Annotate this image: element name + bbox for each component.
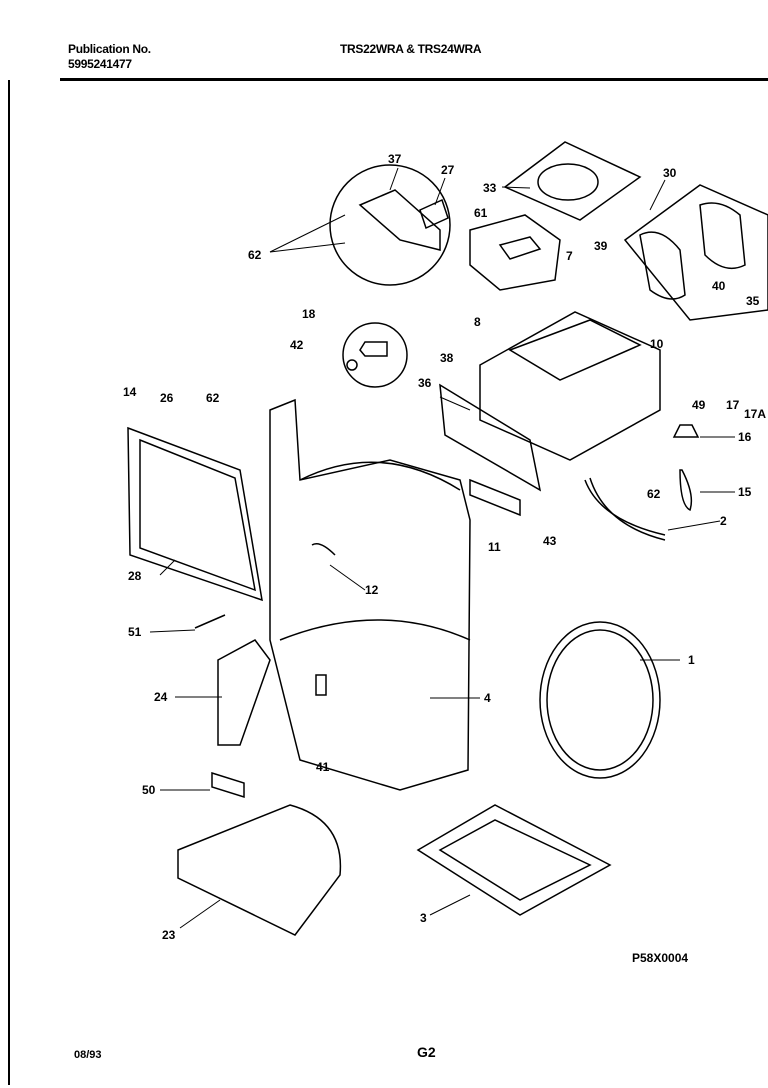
part-33-opening bbox=[537, 163, 599, 201]
callout-28: 28 bbox=[128, 569, 142, 583]
part-2-harness-b bbox=[589, 477, 666, 541]
part-24-actuator bbox=[217, 639, 271, 746]
part-1-gasket bbox=[539, 621, 661, 779]
callout-24: 24 bbox=[154, 690, 168, 704]
publication-number: 5995241477 bbox=[68, 57, 132, 71]
callout-1: 1 bbox=[688, 653, 695, 667]
leader-12 bbox=[329, 564, 366, 591]
callout-16: 16 bbox=[738, 430, 752, 444]
header-rule bbox=[60, 78, 768, 81]
part-1-gasket-inner bbox=[546, 629, 654, 771]
page-number: G2 bbox=[417, 1044, 436, 1060]
left-border bbox=[8, 80, 10, 1085]
leader-27 bbox=[434, 177, 446, 206]
part-33-cover-plate bbox=[503, 141, 642, 221]
leader-33 bbox=[501, 186, 531, 189]
callout-15: 15 bbox=[738, 485, 752, 499]
part-15-bulb bbox=[679, 469, 693, 512]
part-30-flap-2 bbox=[699, 202, 746, 270]
callout-38: 38 bbox=[440, 351, 454, 365]
callout-36: 36 bbox=[418, 376, 432, 390]
part-4-lower-rim bbox=[279, 619, 471, 641]
callout-40: 40 bbox=[712, 279, 726, 293]
callout-27: 27 bbox=[441, 163, 455, 177]
publication-label: Publication No. bbox=[68, 42, 151, 56]
leader-2 bbox=[667, 520, 721, 531]
callout-26: 26 bbox=[160, 391, 174, 405]
detail-box-switch bbox=[469, 214, 561, 291]
part-18-spring bbox=[359, 341, 388, 357]
part-41-spring bbox=[315, 674, 327, 696]
part-7-switch bbox=[498, 236, 542, 260]
part-8-housing bbox=[479, 311, 661, 461]
callout-62-c: 62 bbox=[647, 487, 661, 501]
callout-49: 49 bbox=[692, 398, 706, 412]
leader-51 bbox=[149, 629, 196, 633]
callout-43: 43 bbox=[543, 534, 557, 548]
leader-62a bbox=[269, 214, 346, 253]
leader-62b bbox=[269, 242, 346, 253]
callout-4: 4 bbox=[484, 691, 491, 705]
part-30-flap-1 bbox=[639, 231, 686, 300]
part-14-bezel bbox=[127, 426, 263, 602]
callout-42: 42 bbox=[290, 338, 304, 352]
callout-62-a: 62 bbox=[248, 248, 262, 262]
callout-12: 12 bbox=[365, 583, 379, 597]
part-3-heater-plate bbox=[416, 804, 612, 916]
detail-circle-upper bbox=[329, 164, 451, 286]
part-42-ball bbox=[346, 359, 358, 371]
part-51-pin bbox=[194, 614, 226, 629]
leader-28 bbox=[159, 559, 176, 576]
drawing-code: P58X0004 bbox=[632, 951, 689, 965]
callout-51: 51 bbox=[128, 625, 142, 639]
callout-3: 3 bbox=[420, 911, 427, 925]
callout-39: 39 bbox=[594, 239, 608, 253]
leader-36 bbox=[439, 396, 471, 411]
part-16-socket bbox=[672, 424, 700, 438]
part-28-panel bbox=[139, 438, 256, 592]
part-3-heater-loop bbox=[438, 819, 592, 901]
callout-17a: 17A bbox=[744, 407, 766, 421]
callout-33: 33 bbox=[483, 181, 497, 195]
part-12-clip bbox=[311, 543, 336, 556]
callout-17: 17 bbox=[726, 398, 740, 412]
part-11-lever bbox=[469, 478, 521, 517]
part-37-bracket bbox=[358, 189, 441, 251]
leader-3 bbox=[429, 894, 471, 916]
callout-61: 61 bbox=[474, 206, 488, 220]
part-4-chute-housing bbox=[269, 398, 471, 791]
callout-18: 18 bbox=[302, 307, 316, 321]
part-36-plate bbox=[439, 383, 542, 492]
part-23-drip-tray bbox=[177, 804, 342, 936]
footer-date: 08/93 bbox=[74, 1049, 102, 1061]
part-8-top bbox=[508, 319, 642, 381]
callout-41: 41 bbox=[316, 760, 330, 774]
callout-11: 11 bbox=[488, 540, 501, 554]
callout-62-b: 62 bbox=[206, 391, 220, 405]
callout-14: 14 bbox=[123, 385, 137, 399]
callout-8: 8 bbox=[474, 315, 481, 329]
part-4-rim bbox=[299, 461, 461, 491]
detail-circle-small bbox=[342, 322, 408, 388]
callout-37: 37 bbox=[388, 152, 402, 166]
callout-23: 23 bbox=[162, 928, 176, 942]
callout-30: 30 bbox=[663, 166, 677, 180]
part-50-label bbox=[211, 771, 245, 799]
part-27-clip bbox=[419, 198, 449, 230]
leader-30 bbox=[649, 179, 666, 211]
callout-10: 10 bbox=[650, 337, 664, 351]
leader-23 bbox=[179, 899, 221, 929]
detail-duct-frame bbox=[623, 184, 768, 321]
leader-37 bbox=[389, 167, 399, 191]
callout-2: 2 bbox=[720, 514, 727, 528]
callout-50: 50 bbox=[142, 783, 156, 797]
callout-7: 7 bbox=[566, 249, 573, 263]
callout-35: 35 bbox=[746, 294, 760, 308]
model-title: TRS22WRA & TRS24WRA bbox=[340, 42, 482, 56]
